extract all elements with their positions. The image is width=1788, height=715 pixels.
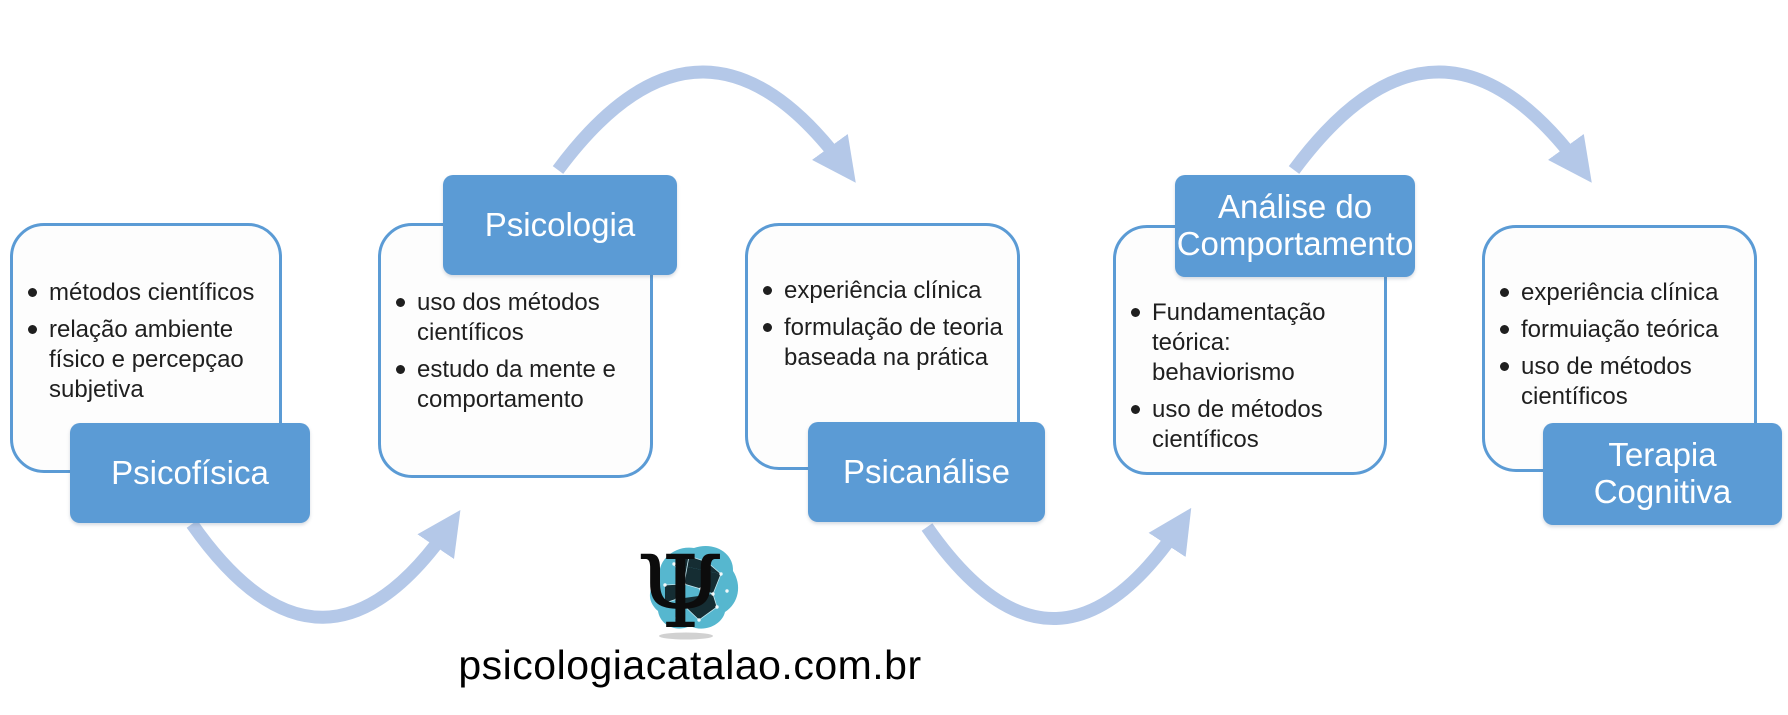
bullet-item: experiência clínica [1497,278,1746,308]
stage-terapia-cognitiva-title: Terapia Cognitiva [1543,423,1782,525]
stage-psicofisica-bullets: métodos científicos relação ambiente fís… [25,278,271,412]
bullet-item: uso de métodos científicos [1497,352,1746,412]
bullet-item: experiência clínica [760,276,1009,306]
stage-psicofisica-title: Psicofísica [70,423,310,523]
bullet-item: métodos científicos [25,278,271,308]
arrow-psicofisica-to-psicologia [186,510,461,624]
arrow-analise-to-terapia [1288,65,1592,183]
stage-psicologia-title: Psicologia [443,175,677,275]
logo-shadow [659,632,713,640]
brain-icon [649,545,739,629]
bullet-item: estudo da mente e comportamento [393,355,642,415]
stage-analise-comportamento-bullets: Fundamentação teórica: behaviorismo uso … [1128,298,1376,462]
bullet-item: relação ambiente físico e percepçao subj… [25,315,271,405]
bullet-item: formuiação teórica [1497,315,1746,345]
psi-brain-logo: Ψ [636,534,739,645]
bullet-item: formulação de teoria baseada na prática [760,313,1009,373]
stage-analise-comportamento-title: Análise do Comportamento [1175,175,1415,277]
website-url: psicologiacatalao.com.br [458,642,922,688]
stage-psicanalise-bullets: experiência clínica formulação de teoria… [760,276,1009,380]
bullet-item: Fundamentação teórica: behaviorismo [1128,298,1376,388]
arrow-psicologia-to-psicanalise [552,65,856,183]
stage-psicofisica-body: métodos científicos relação ambiente fís… [10,223,282,473]
stage-psicologia-bullets: uso dos métodos científicos estudo da me… [393,288,642,422]
bullet-item: uso dos métodos científicos [393,288,642,348]
psi-icon: Ψ [636,534,724,645]
bullet-item: uso de métodos científicos [1128,395,1376,455]
stage-terapia-cognitiva-bullets: experiência clínica formuiação teórica u… [1497,278,1746,419]
arrow-psicanalise-to-analise [921,507,1192,625]
stage-psicanalise-title: Psicanálise [808,422,1045,522]
